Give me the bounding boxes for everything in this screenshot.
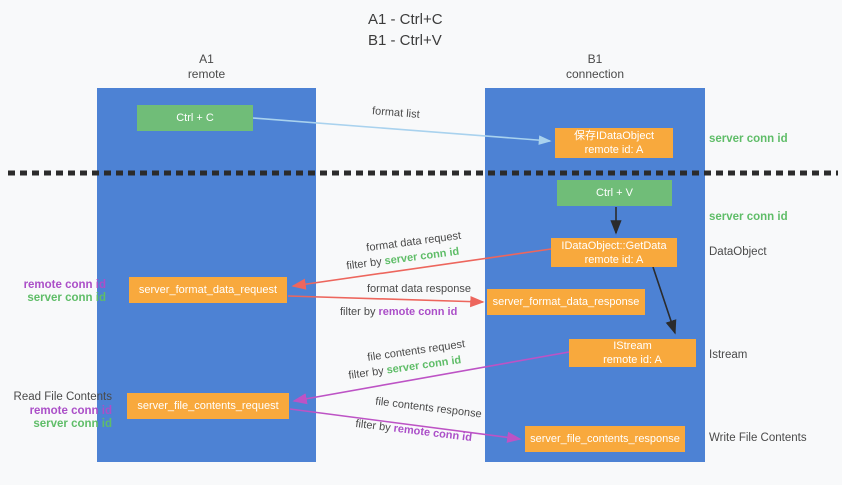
node-getdata-line2: remote id: A <box>584 253 644 266</box>
node-ctrl-c-label: Ctrl + C <box>176 112 214 124</box>
remote-conn-id-text: remote conn id <box>392 422 473 445</box>
node-save-idataobject-line1: 保存IDataObject <box>573 130 655 142</box>
node-server-format-data-request: server_format_data_request <box>129 277 287 303</box>
node-format-response-label: server_format_data_response <box>492 296 640 308</box>
node-getdata-line1: IDataObject::GetData <box>561 239 667 252</box>
edge-label-file-contents-response: file contents response <box>374 395 483 421</box>
annotation-server-conn-id-top: server conn id <box>709 133 788 145</box>
node-ctrl-c: Ctrl + C <box>137 105 253 131</box>
arrow-format-data-response <box>287 295 485 308</box>
filter-by-text: filter by <box>345 255 383 273</box>
lane-b1-role: connection <box>565 67 625 81</box>
lane-header-b1: B1 connection <box>485 52 705 82</box>
node-istream-line1: IStream <box>613 340 652 352</box>
node-format-request-label: server_format_data_request <box>138 284 278 296</box>
annotation-server-conn-id: server conn id <box>33 418 112 430</box>
annotation-server-conn-id: server conn id <box>27 292 106 304</box>
node-file-request-label: server_file_contents_request <box>137 400 279 412</box>
remote-conn-id-text: remote conn id <box>378 306 458 318</box>
annotation-conn-ids-top: remote conn id server conn id <box>6 279 106 305</box>
node-ctrl-v: Ctrl + V <box>557 180 672 206</box>
filter-by-text: filter by <box>354 417 392 435</box>
lane-header-a1: A1 remote <box>97 52 316 82</box>
node-server-file-contents-request: server_file_contents_request <box>127 393 289 419</box>
node-server-format-data-response: server_format_data_response <box>487 289 645 315</box>
annotation-conn-ids-bottom: remote conn id server conn id <box>6 405 112 431</box>
filter-by-text: filter by <box>340 306 376 318</box>
node-save-idataobject-line2: remote id: A <box>584 144 644 156</box>
annotation-remote-conn-id: remote conn id <box>23 279 106 291</box>
annotation-istream: Istream <box>709 349 748 361</box>
lane-a1-role: remote <box>187 67 226 81</box>
lane-a1-id: A1 <box>199 52 214 66</box>
node-idataobject-getdata: IDataObject::GetData remote id: A <box>551 238 677 267</box>
node-file-response-label: server_file_contents_response <box>530 433 680 445</box>
node-istream: IStream remote id: A <box>569 339 696 367</box>
annotation-read-file-contents: Read File Contents <box>13 391 112 403</box>
node-ctrl-v-label: Ctrl + V <box>596 187 633 199</box>
node-save-idataobject: 保存IDataObject remote id: A <box>555 128 673 158</box>
edge-label-format-data-response: format data response <box>367 283 471 295</box>
annotation-dataobject: DataObject <box>709 246 767 258</box>
node-server-file-contents-response: server_file_contents_response <box>525 426 685 452</box>
edge-label-format-list: format list <box>371 105 421 121</box>
diagram-title: A1 - Ctrl+C B1 - Ctrl+V <box>368 9 443 51</box>
edge-label-filter-by-server-conn-id: filter byserver conn id <box>346 246 460 273</box>
filter-by-text: filter by <box>347 365 385 382</box>
annotation-server-conn-id-mid: server conn id <box>709 211 788 223</box>
node-istream-line2: remote id: A <box>603 354 662 366</box>
annotation-remote-conn-id: remote conn id <box>29 405 112 417</box>
title-line-b1: B1 - Ctrl+V <box>368 32 442 49</box>
lane-b1-id: B1 <box>587 52 603 66</box>
annotation-write-file-contents: Write File Contents <box>709 432 807 444</box>
title-line-a1: A1 - Ctrl+C <box>368 11 443 28</box>
